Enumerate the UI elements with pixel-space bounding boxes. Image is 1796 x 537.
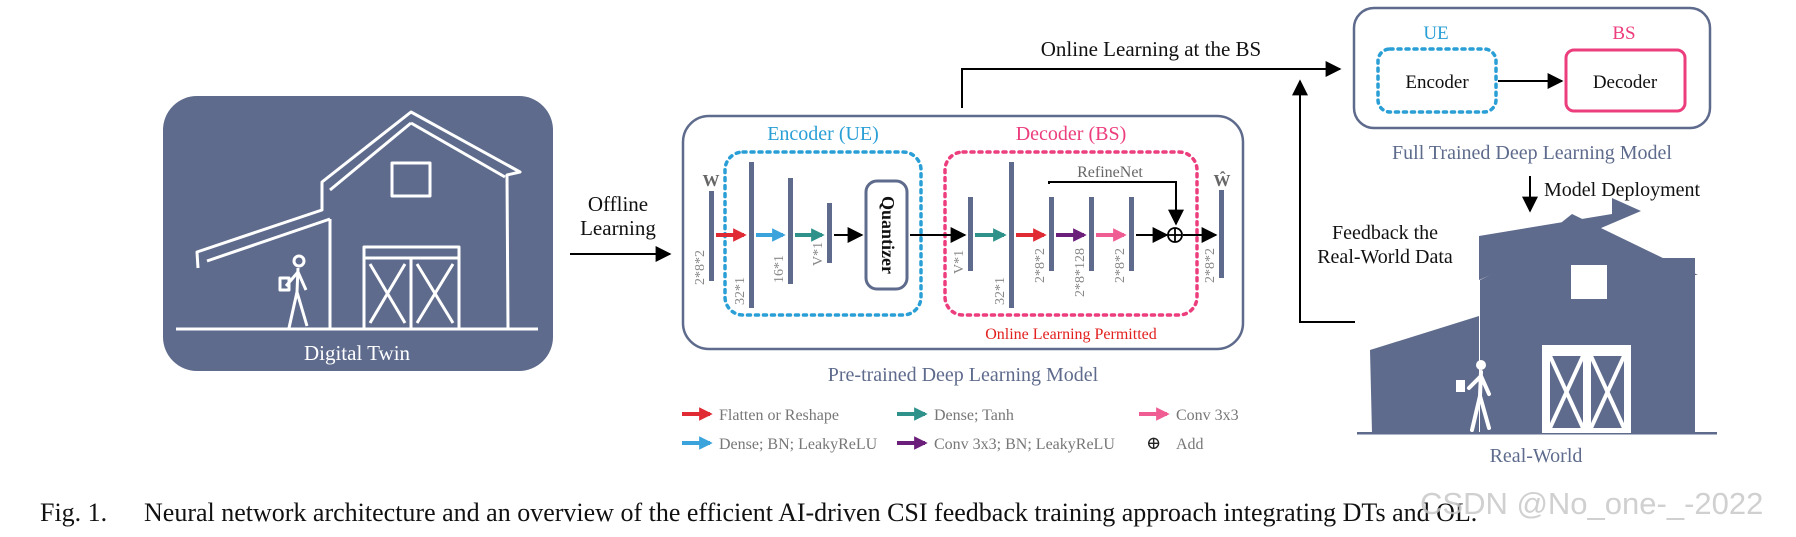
real-world-barn: Real-World: [1357, 198, 1717, 467]
dim-label: 2*8*2: [1113, 248, 1128, 283]
decoder-region: [943, 150, 1199, 317]
caption-number: Fig. 1.: [40, 498, 108, 527]
output-w-label: Ŵ: [1214, 171, 1231, 190]
online-permitted-label: Online Learning Permitted: [985, 326, 1157, 343]
online-learning-connector: Online Learning at the BS: [961, 37, 1342, 108]
layer-bar-decoder-3: [1049, 197, 1054, 271]
barn-solid-icon: [1357, 198, 1717, 435]
offline-learning-arrow: Offline Learning: [570, 192, 672, 262]
model-deployment-arrow: Model Deployment: [1522, 176, 1701, 213]
encoder-title: Encoder (UE): [767, 123, 879, 145]
legend-flatten-label: Flatten or Reshape: [719, 407, 839, 424]
full-encoder-box: [1376, 47, 1498, 114]
input-w-label: W: [703, 171, 720, 190]
layer-bar-encoder-1: [749, 162, 754, 308]
deployment-label: Model Deployment: [1544, 179, 1701, 201]
pretrained-model-box: Encoder (UE) Decoder (BS) Quantizer Refi…: [681, 114, 1245, 386]
dim-label: 32*1: [993, 277, 1008, 305]
full-decoder-box: [1564, 48, 1687, 113]
feedback-arrow: Feedback the Real-World Data: [1292, 79, 1453, 323]
legend-add-label: Add: [1176, 436, 1204, 453]
layer-bar-input: [709, 191, 714, 281]
layer-bar-decoder-5: [1129, 197, 1134, 271]
decoder-title: Decoder (BS): [1016, 123, 1127, 145]
digital-twin-label: Digital Twin: [304, 341, 411, 365]
legend-dense-bn-label: Dense; BN; LeakyReLU: [719, 436, 878, 453]
online-bs-label: Online Learning at the BS: [1041, 37, 1261, 61]
legend: Flatten or Reshape Dense; BN; LeakyReLU …: [682, 407, 1239, 453]
dim-label: 32*1: [733, 277, 748, 305]
quantizer-block: [864, 179, 909, 291]
caption-text: Neural network architecture and an overv…: [144, 498, 1478, 527]
refinenet-label: RefineNet: [1077, 164, 1143, 181]
figure-caption: Fig. 1. Neural network architecture and a…: [40, 498, 1780, 528]
dim-label: V*1: [952, 250, 967, 274]
legend-conv-bn-label: Conv 3x3; BN; LeakyReLU: [934, 436, 1115, 453]
dim-label: 2*8*2: [1033, 248, 1048, 283]
digital-twin-panel: Digital Twin: [163, 96, 553, 371]
layer-bar-output: [1219, 190, 1224, 278]
layer-bar-decoder-1: [968, 197, 973, 271]
dim-label: V*1: [811, 242, 826, 266]
full-decoder-label: Decoder: [1593, 72, 1658, 93]
layer-bar-encoder-3: [827, 203, 832, 263]
dim-label: 2*8*2: [693, 250, 708, 285]
barn-outline-icon: [176, 110, 538, 331]
legend-conv-label: Conv 3x3: [1176, 407, 1239, 424]
legend-dense-tanh-label: Dense; Tanh: [934, 407, 1014, 424]
pretrained-title: Pre-trained Deep Learning Model: [828, 364, 1099, 386]
full-model-ue-label: UE: [1423, 23, 1448, 44]
layer-bar-encoder-2: [788, 178, 793, 284]
legend-add-symbol: ⊕: [1146, 433, 1161, 453]
layer-bar-decoder-2: [1009, 162, 1014, 308]
full-model-title: Full Trained Deep Learning Model: [1392, 142, 1672, 164]
dim-label: 2*8*128: [1073, 248, 1088, 297]
quantizer-label: Quantizer: [878, 196, 898, 274]
full-model-box: UE BS Encoder Decoder Full Trained Deep …: [1352, 6, 1712, 164]
layer-bar-decoder-4: [1089, 197, 1094, 271]
full-encoder-label: Encoder: [1405, 72, 1469, 93]
watermark: CSDN @No_one-_-2022: [1420, 486, 1764, 521]
feedback-label-line1: Feedback the: [1332, 222, 1438, 244]
offline-label-line1: Offline: [588, 192, 648, 216]
real-world-label: Real-World: [1490, 445, 1583, 467]
dim-label: 2*8*2: [1203, 248, 1218, 283]
feedback-label-line2: Real-World Data: [1317, 246, 1453, 268]
full-model-bs-label: BS: [1612, 23, 1635, 44]
offline-label-line2: Learning: [580, 216, 656, 240]
dim-label: 16*1: [772, 255, 787, 283]
